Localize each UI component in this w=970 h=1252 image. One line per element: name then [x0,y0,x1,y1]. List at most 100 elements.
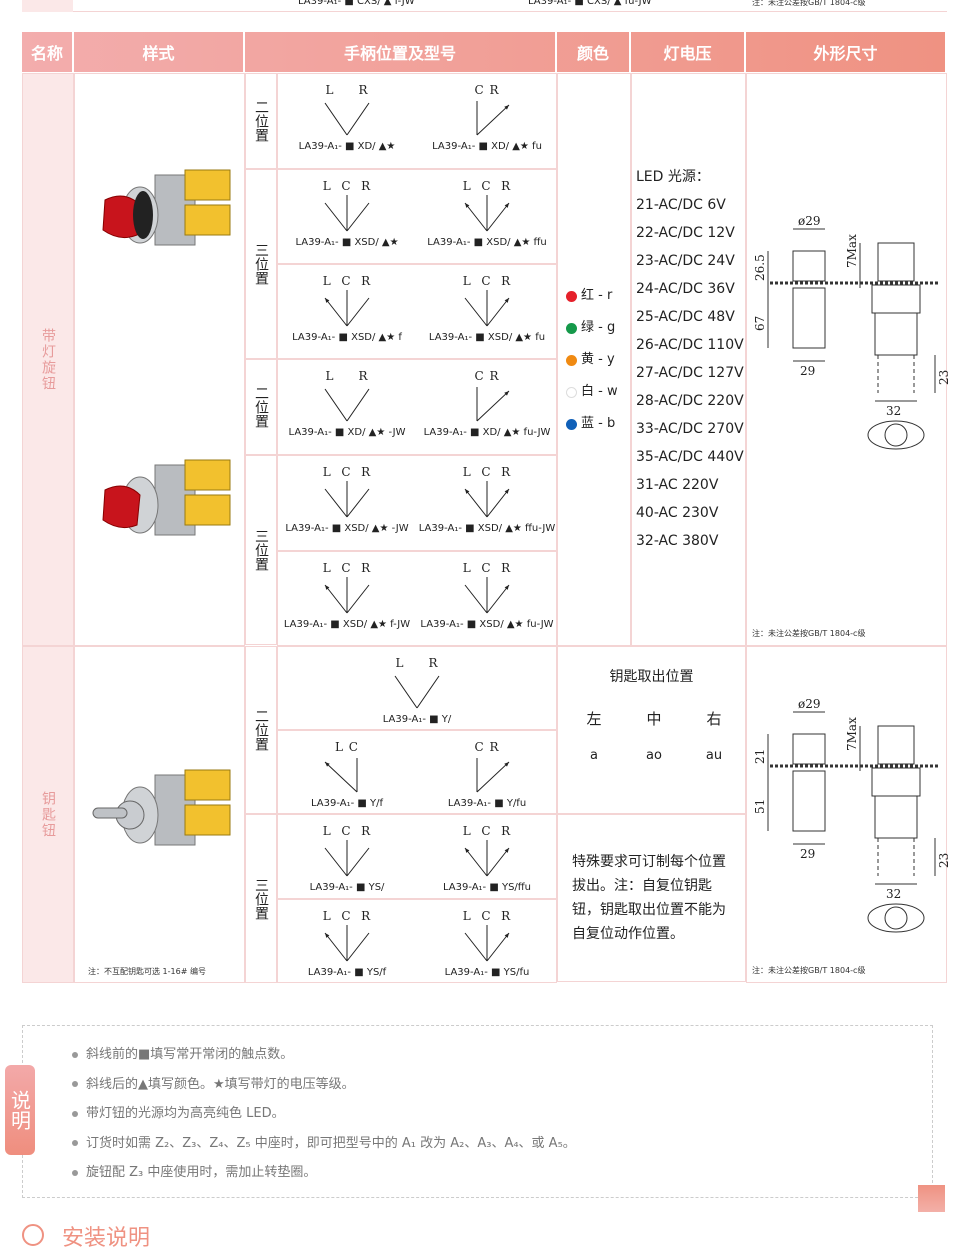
model-number: LA39-A₁- ■ XSD/ ▲★ f [292,332,402,343]
header-handle: 手柄位置及型号 [245,32,557,72]
group-name-1: 钥匙钮 [22,646,74,983]
contact-block [184,769,231,801]
handle-diagram-v3fu [464,290,510,327]
contact-block [184,494,231,526]
diagram-line [464,584,488,614]
position-letters: L C R [322,274,372,288]
diagram-line [486,584,510,614]
contact-block [184,459,231,491]
group-name-0: 带灯旋钮 [22,73,74,646]
diagram-line [464,847,488,877]
diagram-line [486,488,510,518]
handle-diagram-v3ff [464,195,510,232]
diagram-line [324,584,348,614]
model-number: LA39-A₁- ■ XSD/ ▲★ [295,237,399,248]
notes-tab: 说明 [5,1065,35,1155]
dimension-label: ø29 [798,697,821,711]
diagram-line [324,847,348,877]
diagram-line [324,202,348,232]
position-letters: L C R [462,909,512,923]
key-removal-title: 钥匙取出位置 [609,669,694,685]
position-letters: L C R [322,824,372,838]
position-label: 二位置 [245,73,277,169]
key-position: 中 [646,710,662,728]
drawing-part [877,725,915,765]
voltage-item: 26-AC/DC 110V [636,337,744,353]
model-row [277,169,557,264]
dimension-cell [746,73,947,646]
dimension-label: 21 [753,749,767,764]
color-label: 蓝 - b [581,416,616,431]
note-item: 带灯钮的光源均为高亮纯色 LED。 [72,1102,285,1121]
model-number: LA39-A₁- ■ XD/ ▲★ fu [432,141,542,152]
voltage-item: 25-AC/DC 48V [636,309,735,325]
dimension-note: 注：未注公差按GB/T 1804-c级 [752,966,866,975]
diagram-line [486,932,510,962]
model-row [277,730,557,814]
position-letters: L C R [462,274,512,288]
voltage-item: 33-AC/DC 270V [636,421,744,437]
dimension-label: 29 [800,364,815,378]
diagram-line [486,297,510,327]
dimension-label: ø29 [798,214,821,228]
handle-diagram-cr [476,101,510,136]
diagram-line [464,932,488,962]
color-cell [557,73,631,646]
position-letters: C R [474,740,500,754]
dimension-label: 51 [753,799,767,814]
handle-diagram-v3f [324,925,370,962]
key-code: au [705,748,723,763]
color-dot-icon [566,418,577,430]
illuminated-knob-image-1 [102,169,231,246]
switch-diagram-cell: L C R LA39-A₁- ■ XSD/ ▲★ f [277,274,417,343]
top-strip-row [22,0,947,12]
voltage-item: 24-AC/DC 36V [636,281,735,297]
red-knob [102,485,141,529]
diagram-line [394,675,418,709]
position-letters: L C R [462,179,512,193]
next-section-title: 安装说明 [62,1226,151,1251]
handle-diagram-lc [324,758,358,793]
diagram-line [346,847,370,877]
position-label: 二位置 [245,646,277,814]
note-item: 旋钮配 Z₃ 中座使用时，需加止转垫圈。 [72,1161,316,1180]
arrow-icon [504,933,509,938]
position-letters: L C R [322,465,372,479]
header-name: 名称 [22,32,74,72]
dimension-label: 23 [937,853,950,868]
position-letters: C R [474,83,500,97]
handle-diagram-v3 [324,195,370,232]
top-strip-name-cell [22,0,73,12]
black-collar [133,191,153,239]
diagram-line [476,761,510,793]
color-option: 绿 - g [566,312,618,344]
diagram-line [346,932,370,962]
style-cell [74,73,245,646]
model-number: LA39-A₁- ■ XD/ ▲★ [298,141,396,152]
drawing-part [871,284,921,314]
handle-diagram-v3 [324,840,370,877]
diagram-line [346,202,370,232]
arrow-icon [504,391,509,396]
drawing-part [874,795,918,839]
position-label: 二位置 [245,359,277,455]
diagram-line [346,488,370,518]
voltage-item: 27-AC/DC 127V [636,365,744,381]
voltage-item: 31-AC 220V [636,477,719,493]
color-label: 绿 - g [581,320,616,335]
model-number: LA39-A₁- ■ Y/ [382,714,452,725]
position-letters: L C R [462,561,512,575]
diagram-line [476,104,510,136]
color-dot-icon [566,290,577,302]
arrow-icon [325,933,330,938]
handle-diagram-v2 [394,675,440,709]
dimension-label: 23 [937,370,950,385]
note-item: 斜线后的▲填写颜色。★填写带灯的电压等级。 [72,1073,355,1092]
